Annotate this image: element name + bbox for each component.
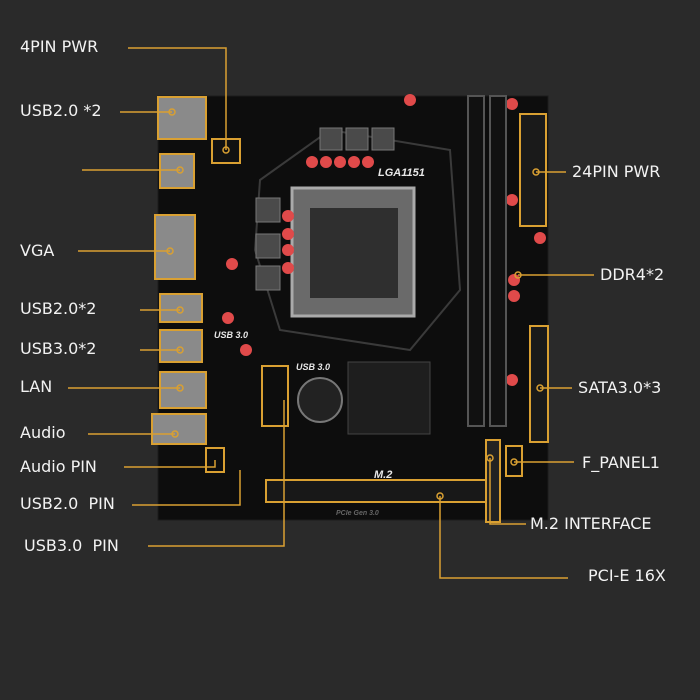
label-usb20-pin: USB2.0 PIN xyxy=(20,494,115,513)
label-vga: VGA xyxy=(20,241,55,260)
audio-header xyxy=(205,447,225,473)
board-print-pcie: PCIe Gen 3.0 xyxy=(336,510,379,517)
usb3-header xyxy=(261,365,289,427)
board-print-socket: LGA1151 xyxy=(378,167,425,179)
label-usb20-top: USB2.0 *2 xyxy=(20,101,102,120)
label-usb30-pin: USB3.0 PIN xyxy=(24,536,119,555)
vrm-chokes xyxy=(255,127,395,291)
label-f-panel: F_PANEL1 xyxy=(582,453,660,472)
label-4pin-pwr: 4PIN PWR xyxy=(20,37,99,56)
label-usb30: USB3.0*2 xyxy=(20,339,97,358)
ram-slot-2 xyxy=(489,95,507,427)
label-m2: M.2 INTERFACE xyxy=(530,514,652,533)
m2-slot xyxy=(485,439,501,523)
sata-ports xyxy=(529,325,549,443)
chipset-heatsink xyxy=(347,361,431,435)
pcie-slot xyxy=(265,479,487,503)
label-usb20-mid: USB2.0*2 xyxy=(20,299,97,318)
label-pcie: PCI-E 16X xyxy=(588,566,666,585)
board-print-m2: M.2 xyxy=(374,469,392,481)
label-sata: SATA3.0*3 xyxy=(578,378,662,397)
callout-dots xyxy=(166,108,544,500)
ram-slot-1 xyxy=(467,95,485,427)
callout-lines xyxy=(68,47,594,579)
label-24pin-pwr: 24PIN PWR xyxy=(572,162,661,181)
io-ports xyxy=(151,96,207,445)
cmos-battery xyxy=(297,377,343,423)
board-print-usb3-b: USB 3.0 xyxy=(296,362,330,372)
fpanel-header xyxy=(505,445,523,477)
board-print-usb3-a: USB 3.0 xyxy=(214,330,248,340)
capacitors xyxy=(222,94,546,386)
label-audio-pin: Audio PIN xyxy=(20,457,97,476)
label-audio: Audio xyxy=(20,423,66,442)
cpu-socket-core xyxy=(310,208,398,298)
label-lan: LAN xyxy=(20,377,53,396)
label-ddr4: DDR4*2 xyxy=(600,265,665,284)
